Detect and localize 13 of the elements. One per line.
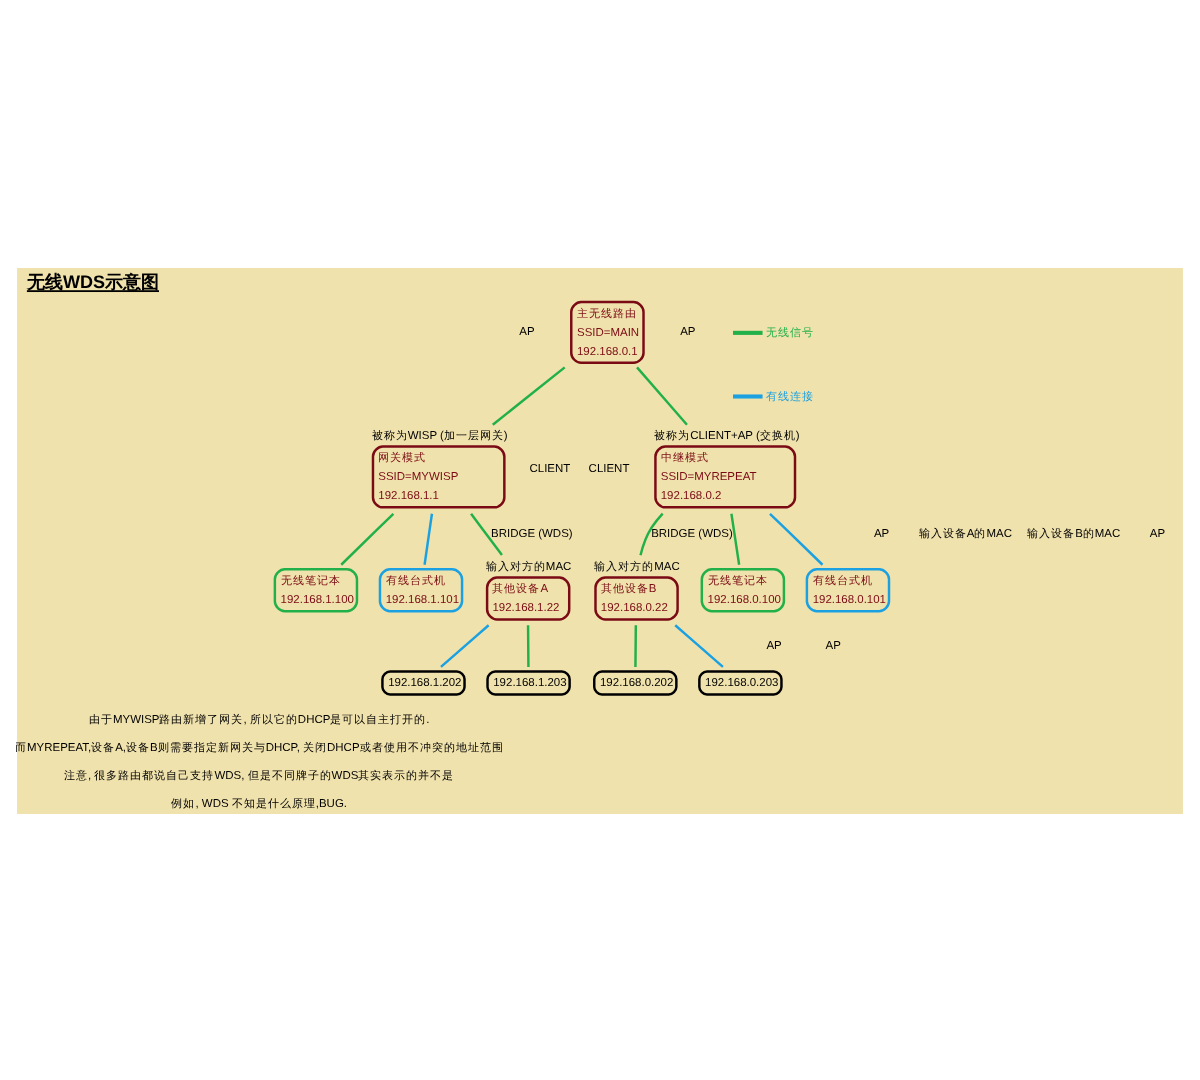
connector [634,624,638,666]
connector [492,365,566,425]
connector [639,511,664,555]
connector [730,512,741,564]
connector [423,512,434,564]
connector [340,511,395,565]
connector [526,624,530,666]
connector [636,365,688,425]
connector [769,511,824,565]
connector [470,512,503,555]
connector [674,623,724,667]
diagram-title: 无线WDS示意图 [26,271,159,292]
connector [440,623,490,667]
